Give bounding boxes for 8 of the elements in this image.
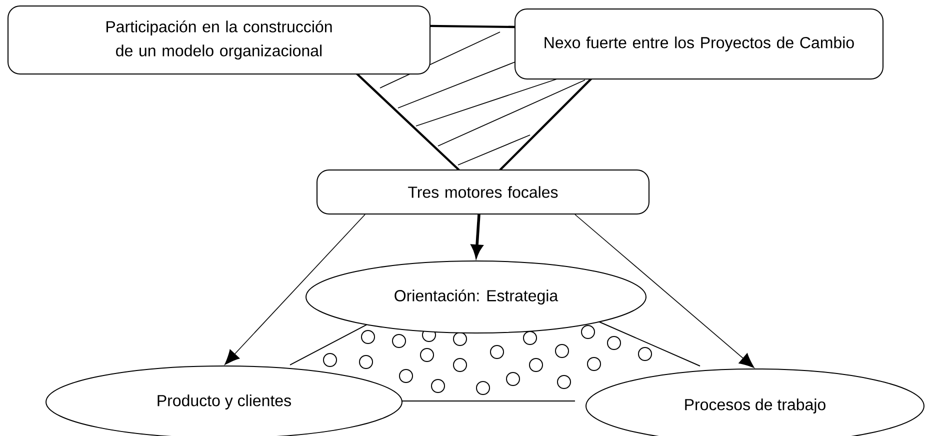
node-label: Producto y clientes <box>158 394 291 410</box>
text-box: Nexo fuerte entre los Proyectos de Cambio <box>514 8 884 80</box>
ellipse-node: Producto y clientes <box>46 366 402 436</box>
arrow <box>574 214 754 368</box>
text-box: Participación en la construcción de un modelo organizacional <box>8 6 430 74</box>
text-box: Tres motores focales <box>316 170 650 214</box>
ellipse-node: Orientación: Estrategia <box>306 260 646 334</box>
arrow <box>224 214 366 365</box>
